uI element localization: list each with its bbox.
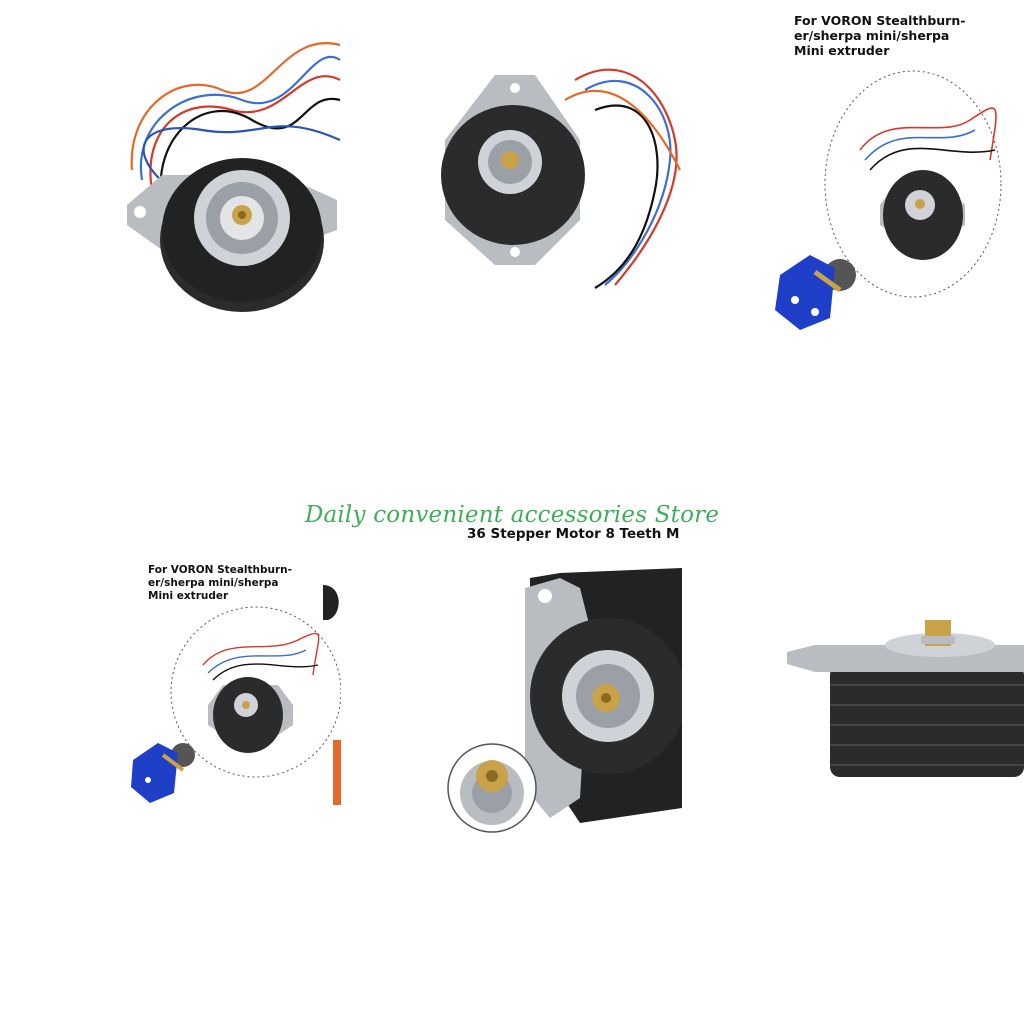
gear-icon [447, 743, 537, 833]
product-headline: 36 Stepper Motor 8 Teeth M [467, 526, 680, 542]
product-image-motor-side[interactable] [775, 560, 1024, 805]
product-image-voron-compat-2[interactable]: For VORON Stealthburn- er/sherpa mini/sh… [128, 555, 341, 810]
stepper-motor-image [787, 620, 1024, 777]
product-image-motor-angle[interactable] [425, 50, 683, 290]
stepper-motor-image [775, 70, 1002, 330]
compat-caption: For VORON Stealthburn- er/sherpa mini/sh… [794, 13, 966, 58]
stepper-motor-image [127, 42, 341, 312]
product-image-gear-closeup[interactable] [430, 548, 682, 838]
stepper-motor-image [131, 585, 341, 805]
stepper-motor-image [441, 68, 681, 289]
product-image-voron-compat[interactable]: For VORON Stealthburn- er/sherpa mini/sh… [770, 0, 1024, 340]
extruder-image [775, 255, 856, 330]
product-image-motor-front[interactable] [82, 0, 342, 345]
stepper-motor-image [447, 568, 682, 833]
extruder-image [131, 743, 195, 803]
compat-caption: For VORON Stealthburn- er/sherpa mini/sh… [148, 564, 293, 602]
store-watermark: Daily convenient accessories Store [304, 502, 720, 528]
